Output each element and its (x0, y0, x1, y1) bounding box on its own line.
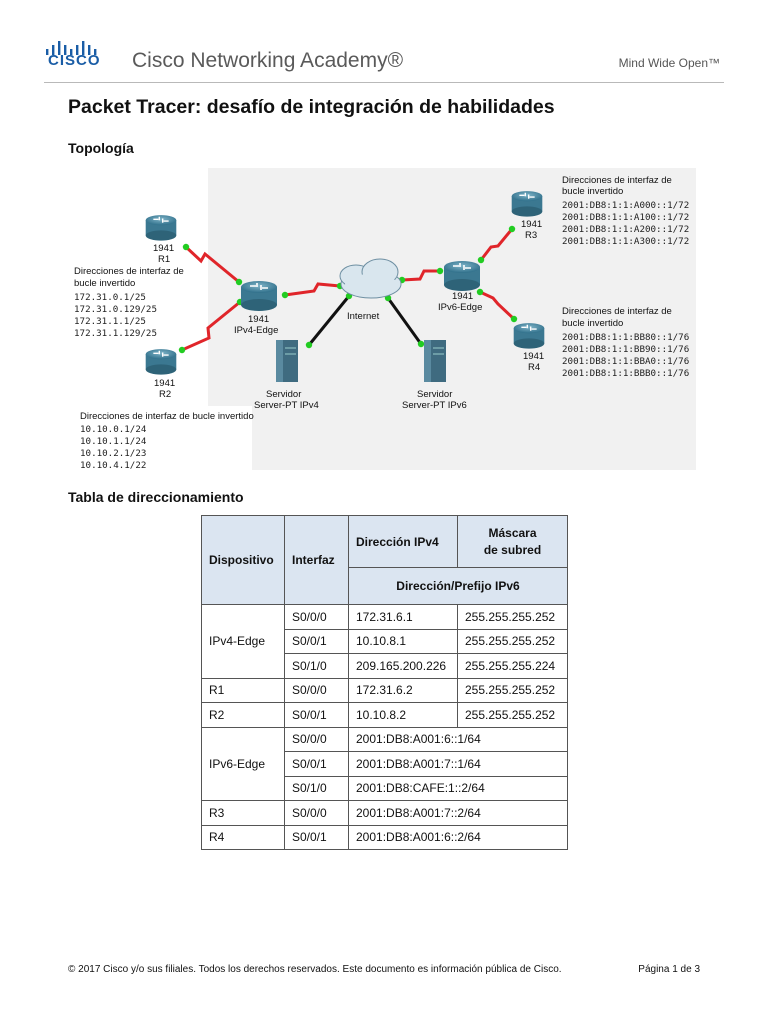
brand-wordmark: CISCO (48, 52, 101, 69)
r2-loopback-box: Direcciones de interfaz de bucle inverti… (80, 411, 254, 470)
svg-text:10.10.2.1/23: 10.10.2.1/23 (80, 448, 146, 459)
svg-text:bucle invertido: bucle invertido (562, 186, 623, 197)
svg-text:172.31.0.129/25: 172.31.0.129/25 (74, 304, 157, 315)
r4-loopback-box: Direcciones de interfaz de bucle inverti… (562, 306, 689, 379)
header-device: Dispositivo (201, 515, 285, 605)
r3-loopback-box: Direcciones de interfaz de bucle inverti… (562, 175, 689, 247)
header-divider (44, 82, 724, 83)
server-ipv6-icon[interactable] (423, 339, 447, 383)
server-ipv4-icon[interactable] (275, 339, 299, 383)
svg-text:Direcciones de interfaz de: Direcciones de interfaz de (562, 175, 672, 186)
router-r3-icon[interactable] (510, 190, 544, 218)
svg-text:2001:DB8:1:1:A200::1/72: 2001:DB8:1:1:A200::1/72 (562, 224, 689, 235)
svg-text:10.10.0.1/24: 10.10.0.1/24 (80, 424, 147, 435)
addressing-table: Dispositivo Interfaz Dirección IPv4 Másc… (201, 515, 568, 850)
router-r1-icon[interactable] (144, 214, 178, 242)
router-r2-icon[interactable] (144, 348, 178, 376)
brand-tagline: Mind Wide Open™ (618, 56, 720, 70)
svg-text:172.31.1.129/25: 172.31.1.129/25 (74, 328, 157, 339)
svg-text:2001:DB8:1:1:BBA0::1/76: 2001:DB8:1:1:BBA0::1/76 (562, 356, 689, 367)
svg-text:2001:DB8:1:1:A100::1/72: 2001:DB8:1:1:A100::1/72 (562, 212, 689, 223)
svg-text:bucle invertido: bucle invertido (562, 318, 623, 329)
topology-diagram: 1941 R1 Direcciones de interfaz de bucle… (68, 168, 696, 470)
svg-text:2001:DB8:1:1:BB90::1/76: 2001:DB8:1:1:BB90::1/76 (562, 344, 689, 355)
ipv6-edge-model: 1941 (452, 291, 473, 302)
svg-text:2001:DB8:1:1:BBB0::1/76: 2001:DB8:1:1:BBB0::1/76 (562, 368, 689, 379)
r4-model: 1941 (523, 351, 544, 362)
internet-cloud-icon[interactable] (339, 258, 402, 299)
server-ipv6-line1: Servidor (417, 389, 452, 400)
r3-name: R3 (525, 230, 537, 241)
serial-links (181, 228, 516, 352)
ipv4-edge-model: 1941 (248, 314, 269, 325)
router-ipv4-edge-icon[interactable] (240, 280, 278, 312)
router-r4-icon[interactable] (512, 322, 546, 350)
router-ipv6-edge-icon[interactable] (443, 260, 481, 292)
ipv4-edge-name: IPv4-Edge (234, 325, 278, 336)
internet-label: Internet (347, 311, 380, 322)
academy-title: Cisco Networking Academy® (132, 49, 404, 72)
page-number: Página 1 de 3 (638, 964, 700, 975)
svg-text:2001:DB8:1:1:BB80::1/76: 2001:DB8:1:1:BB80::1/76 (562, 332, 689, 343)
svg-text:10.10.1.1/24: 10.10.1.1/24 (80, 436, 147, 447)
r1-model: 1941 (153, 243, 174, 254)
svg-text:10.10.4.1/22: 10.10.4.1/22 (80, 460, 146, 470)
server-ipv6-line2: Server-PT IPv6 (402, 400, 467, 411)
r1-name: R1 (158, 254, 170, 265)
svg-text:Direcciones de interfaz de: Direcciones de interfaz de (74, 266, 184, 277)
server-ipv4-line1: Servidor (266, 389, 301, 400)
copyright-text: © 2017 Cisco y/o sus filiales. Todos los… (68, 964, 562, 975)
svg-text:Direcciones de interfaz de buc: Direcciones de interfaz de bucle inverti… (80, 411, 254, 422)
r2-model: 1941 (154, 378, 175, 389)
ipv6-edge-name: IPv6-Edge (438, 302, 482, 313)
svg-text:Direcciones de interfaz de: Direcciones de interfaz de (562, 306, 672, 317)
svg-text:2001:DB8:1:1:A300::1/72: 2001:DB8:1:1:A300::1/72 (562, 236, 689, 247)
header-ipv4: Dirección IPv4 (348, 515, 458, 568)
cisco-logo-bars-icon (46, 41, 97, 55)
r2-name: R2 (159, 389, 171, 400)
page-footer: © 2017 Cisco y/o sus filiales. Todos los… (68, 964, 700, 975)
svg-text:172.31.0.1/25: 172.31.0.1/25 (74, 292, 146, 303)
server-ipv4-line2: Server-PT IPv4 (254, 400, 319, 411)
r4-name: R4 (528, 362, 540, 373)
page-header: CISCO Cisco Networking Academy® Mind Wid… (0, 0, 768, 80)
topology-heading: Topología (68, 140, 134, 156)
addressing-table-heading: Tabla de direccionamiento (68, 489, 244, 505)
header-ipv6: Dirección/Prefijo IPv6 (348, 567, 568, 605)
svg-text:2001:DB8:1:1:A000::1/72: 2001:DB8:1:1:A000::1/72 (562, 200, 689, 211)
svg-text:172.31.1.1/25: 172.31.1.1/25 (74, 316, 146, 327)
svg-text:bucle invertido: bucle invertido (74, 278, 135, 289)
r1-loopback-box: Direcciones de interfaz de bucle inverti… (74, 266, 184, 339)
document-title: Packet Tracer: desafío de integración de… (68, 96, 555, 118)
r3-model: 1941 (521, 219, 542, 230)
header-interface: Interfaz (284, 515, 349, 605)
